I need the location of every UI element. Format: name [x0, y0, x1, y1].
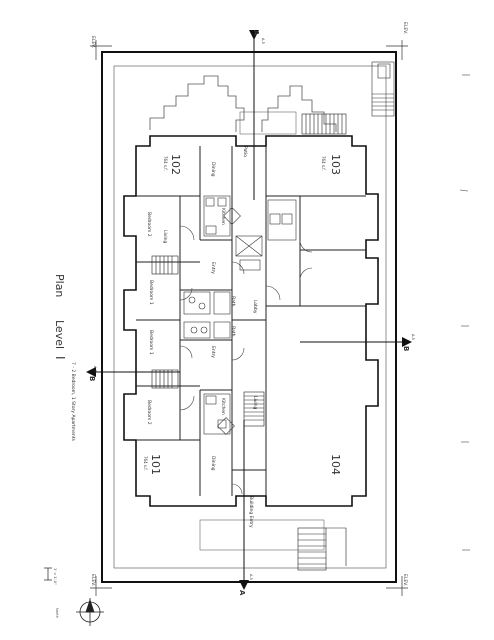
section-b-left-sub: A-5	[93, 366, 97, 372]
section-marker-b-left	[86, 367, 96, 377]
stair-unit-101	[151, 369, 179, 389]
room-lobby: Lobby	[252, 300, 258, 314]
section-b-right-label: B	[402, 346, 410, 351]
scale-note: 1' = 1'-0"	[53, 568, 57, 585]
section-a-bottom-label: A	[238, 590, 246, 596]
unit-101-size: 764 s.f.	[143, 456, 148, 471]
interior-walls	[136, 146, 366, 496]
stair-top-right	[301, 113, 347, 135]
landscape-outline-top	[149, 75, 245, 132]
room-bedroom2-bottom: Bedroom 2	[146, 400, 152, 425]
grid-label-bottom-right: ELEV.	[402, 574, 408, 586]
grid-marker-bottom-left	[90, 576, 112, 596]
site-inner-boundary	[113, 65, 387, 569]
entry-court-bottom	[199, 519, 325, 551]
unit-102-number: 102	[169, 154, 182, 175]
title-level: Level	[53, 320, 66, 349]
grid-marker-bottom-right	[386, 576, 408, 596]
title-numeral: I	[53, 356, 67, 360]
section-line-b	[94, 341, 404, 373]
door-swings	[179, 225, 313, 495]
section-marker-b-right	[402, 337, 412, 347]
landscape-outline-top-2	[261, 85, 337, 132]
section-marker-a-bottom	[239, 580, 249, 590]
room-dining-top: Dining	[210, 162, 216, 177]
room-dining-bottom: Dining	[210, 456, 216, 471]
north-arrow-icon	[76, 598, 104, 626]
room-living-104: Living	[252, 396, 258, 410]
stair-bottom-right	[297, 527, 347, 571]
section-marker-a-top	[249, 30, 259, 40]
unit-102-size: 764 s.f.	[163, 156, 168, 171]
room-patio: Patio	[242, 146, 248, 157]
section-a-bottom-sub: A-5	[249, 574, 253, 580]
title-plan: Plan	[53, 274, 66, 297]
unit-101-number: 101	[149, 454, 162, 475]
section-a-top-sub: A-5	[261, 38, 265, 44]
north-label: North	[55, 608, 59, 618]
unit-104-number: 104	[329, 454, 342, 475]
bath-fixtures	[183, 291, 231, 339]
room-bath-top: Bath	[230, 296, 236, 307]
grid-label-top-left: ELEV.	[90, 36, 96, 48]
room-bedroom2-top: Bedroom 2	[146, 212, 152, 237]
room-building-entry: Building Entry	[248, 496, 254, 528]
kitchen-fixtures	[203, 195, 297, 435]
scale-bar	[44, 567, 52, 581]
room-entry-top: Entry	[210, 262, 216, 274]
unit-103-number: 103	[329, 154, 342, 175]
unit-103-size: 764 s.f.	[321, 156, 326, 171]
room-kitchen-top: Kitchen	[220, 208, 226, 225]
grid-label-top-right: ELEV.	[402, 22, 408, 34]
terrace-top	[239, 111, 297, 135]
room-bedroom1-bottom: Bedroom 1	[148, 330, 154, 355]
grid-marker-top-right	[386, 40, 408, 60]
section-b-left-label: B	[88, 376, 96, 381]
grid-label-bottom-left: ELEV.	[90, 574, 96, 586]
section-line-a	[243, 38, 255, 580]
room-living-top: Living	[162, 230, 168, 244]
room-bath-bottom: Bath	[230, 326, 236, 337]
room-kitchen-bottom: Kitchen	[220, 398, 226, 415]
title-subtitle: 7 - 2 Bedroom, 1 Story Apartments	[70, 362, 76, 442]
building-exterior	[123, 135, 379, 507]
section-b-right-sub: A-5	[411, 334, 415, 340]
stair-interior	[243, 391, 265, 427]
section-a-top-label: A	[252, 30, 260, 36]
stair-unit-102	[151, 255, 179, 275]
room-entry-bottom: Entry	[210, 346, 216, 358]
grid-marker-top-left	[90, 40, 112, 60]
stair-corner-top-right	[371, 61, 395, 117]
property-boundary	[101, 51, 397, 583]
room-bedroom1-top: Bedroom 1	[148, 280, 154, 305]
scan-marks	[459, 74, 470, 551]
